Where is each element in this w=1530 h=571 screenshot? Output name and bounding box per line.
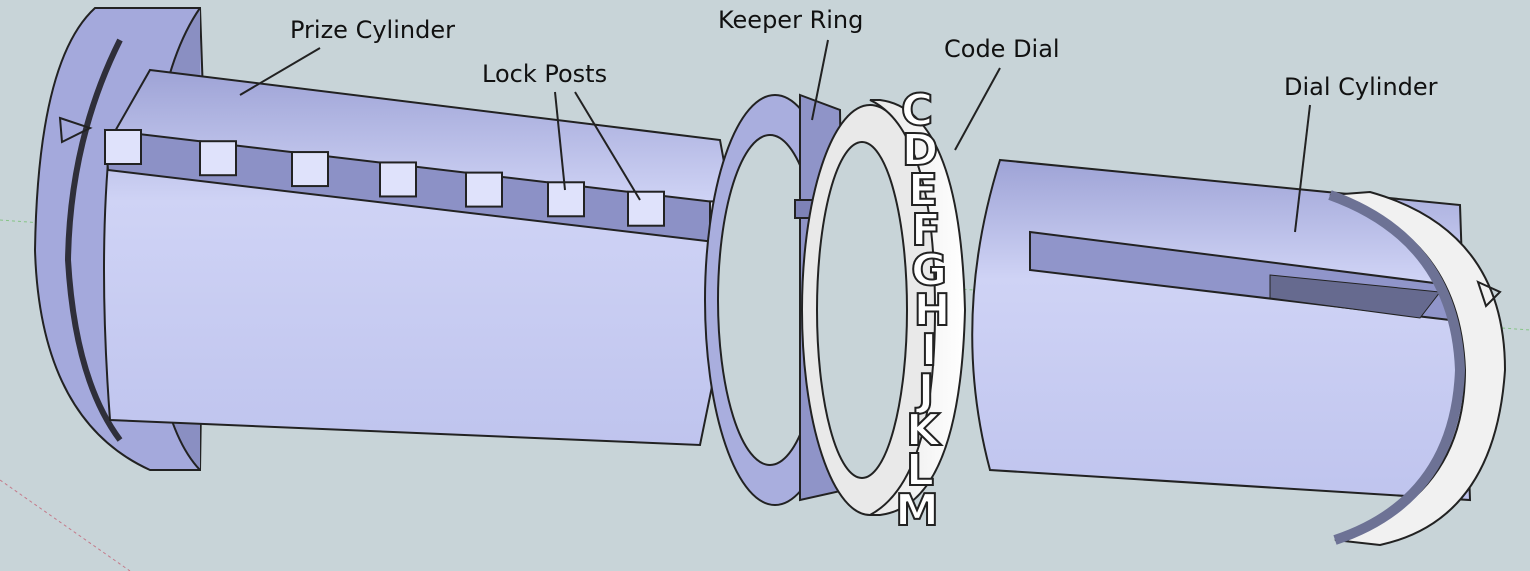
lock-post xyxy=(291,151,329,188)
lock-post xyxy=(465,171,503,208)
leader-prize-cylinder xyxy=(239,47,321,96)
lock-post xyxy=(379,161,417,198)
dial-letter: F xyxy=(911,205,941,256)
dial-end-groove xyxy=(1328,190,1466,545)
leader-lock-posts-b xyxy=(574,91,641,201)
leader-code-dial xyxy=(954,67,1001,151)
dial-letter: L xyxy=(906,445,934,496)
dial-letter: G xyxy=(911,245,947,296)
dial-cylinder xyxy=(971,158,1507,547)
prize-arrow-marker xyxy=(58,116,93,144)
leader-lock-posts-a xyxy=(554,91,566,191)
lock-post xyxy=(104,129,142,165)
label-code-dial: Code Dial xyxy=(944,35,1060,63)
code-dial-face xyxy=(869,99,967,516)
lock-post xyxy=(627,190,665,227)
code-dial-hole xyxy=(816,141,908,479)
leader-dial-cylinder xyxy=(1294,104,1311,233)
dial-letter: D xyxy=(902,125,939,176)
dial-letter: K xyxy=(906,405,942,456)
dial-slot-shadow xyxy=(1269,274,1441,319)
dial-letter: J xyxy=(915,365,934,416)
label-keeper-ring: Keeper Ring xyxy=(718,6,863,34)
prize-cylinder-body xyxy=(103,68,742,447)
label-dial-cylinder: Dial Cylinder xyxy=(1284,73,1438,101)
dial-letter: C xyxy=(901,85,933,136)
dial-letter: M xyxy=(895,485,939,536)
red-axis-guide xyxy=(0,479,131,571)
dial-letter: I xyxy=(921,325,937,376)
prize-flange-groove xyxy=(64,38,123,442)
leader-keeper-ring xyxy=(811,39,829,121)
label-lock-posts: Lock Posts xyxy=(482,60,607,88)
dial-letter: E xyxy=(908,165,938,216)
lock-post xyxy=(199,140,237,177)
prize-cylinder xyxy=(33,7,742,471)
lock-post xyxy=(547,181,585,218)
dial-letter: H xyxy=(914,285,951,336)
label-prize-cylinder: Prize Cylinder xyxy=(290,16,455,44)
dial-arrow-marker xyxy=(1476,280,1502,308)
